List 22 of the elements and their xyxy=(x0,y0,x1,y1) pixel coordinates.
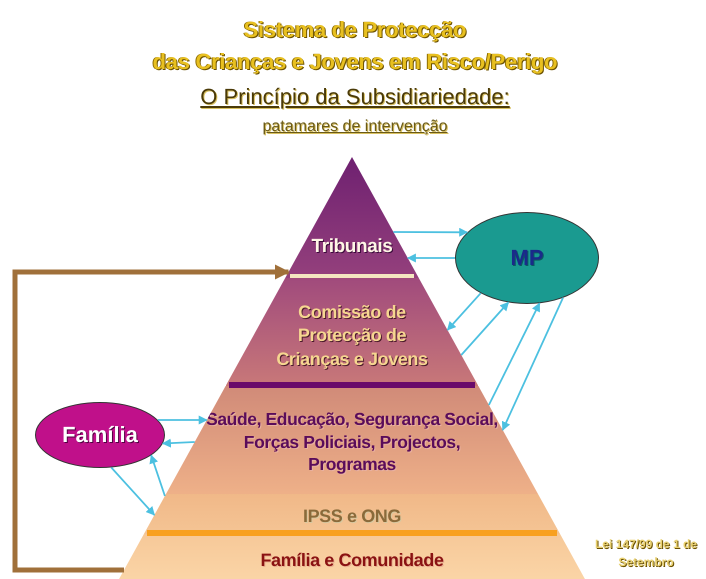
level-label: Tribunais xyxy=(312,235,392,260)
level-label: Saúde, Educação, Segurança Social, Forças Policiais, Projectos, Programas xyxy=(205,408,499,476)
arrow xyxy=(393,228,468,237)
title: Sistema de Protecção das Crianças e Jovens em Risco/Perigo xyxy=(152,16,558,76)
ellipse-node: Família xyxy=(35,402,165,468)
subtitle: patamares de intervenção xyxy=(262,118,448,136)
arrow xyxy=(12,264,290,572)
arrow xyxy=(502,297,564,431)
level-label: IPSS e ONG xyxy=(302,505,402,528)
arrow xyxy=(446,292,482,331)
arrow xyxy=(460,302,510,356)
subtitle: O Princípio da Subsidiariedade: xyxy=(199,84,511,110)
arrow xyxy=(162,438,195,448)
arrow xyxy=(110,466,156,516)
level-label: Comissão de Protecção de Crianças e Jovens xyxy=(275,300,429,371)
arrow xyxy=(150,454,166,496)
level-label: Família e Comunidade xyxy=(260,548,444,572)
law-reference: Lei 147/99 de 1 de Setembro xyxy=(594,536,698,571)
arrow xyxy=(406,254,455,262)
arrow xyxy=(158,416,208,424)
ellipse-node: MP xyxy=(455,212,599,304)
arrow xyxy=(488,302,540,406)
